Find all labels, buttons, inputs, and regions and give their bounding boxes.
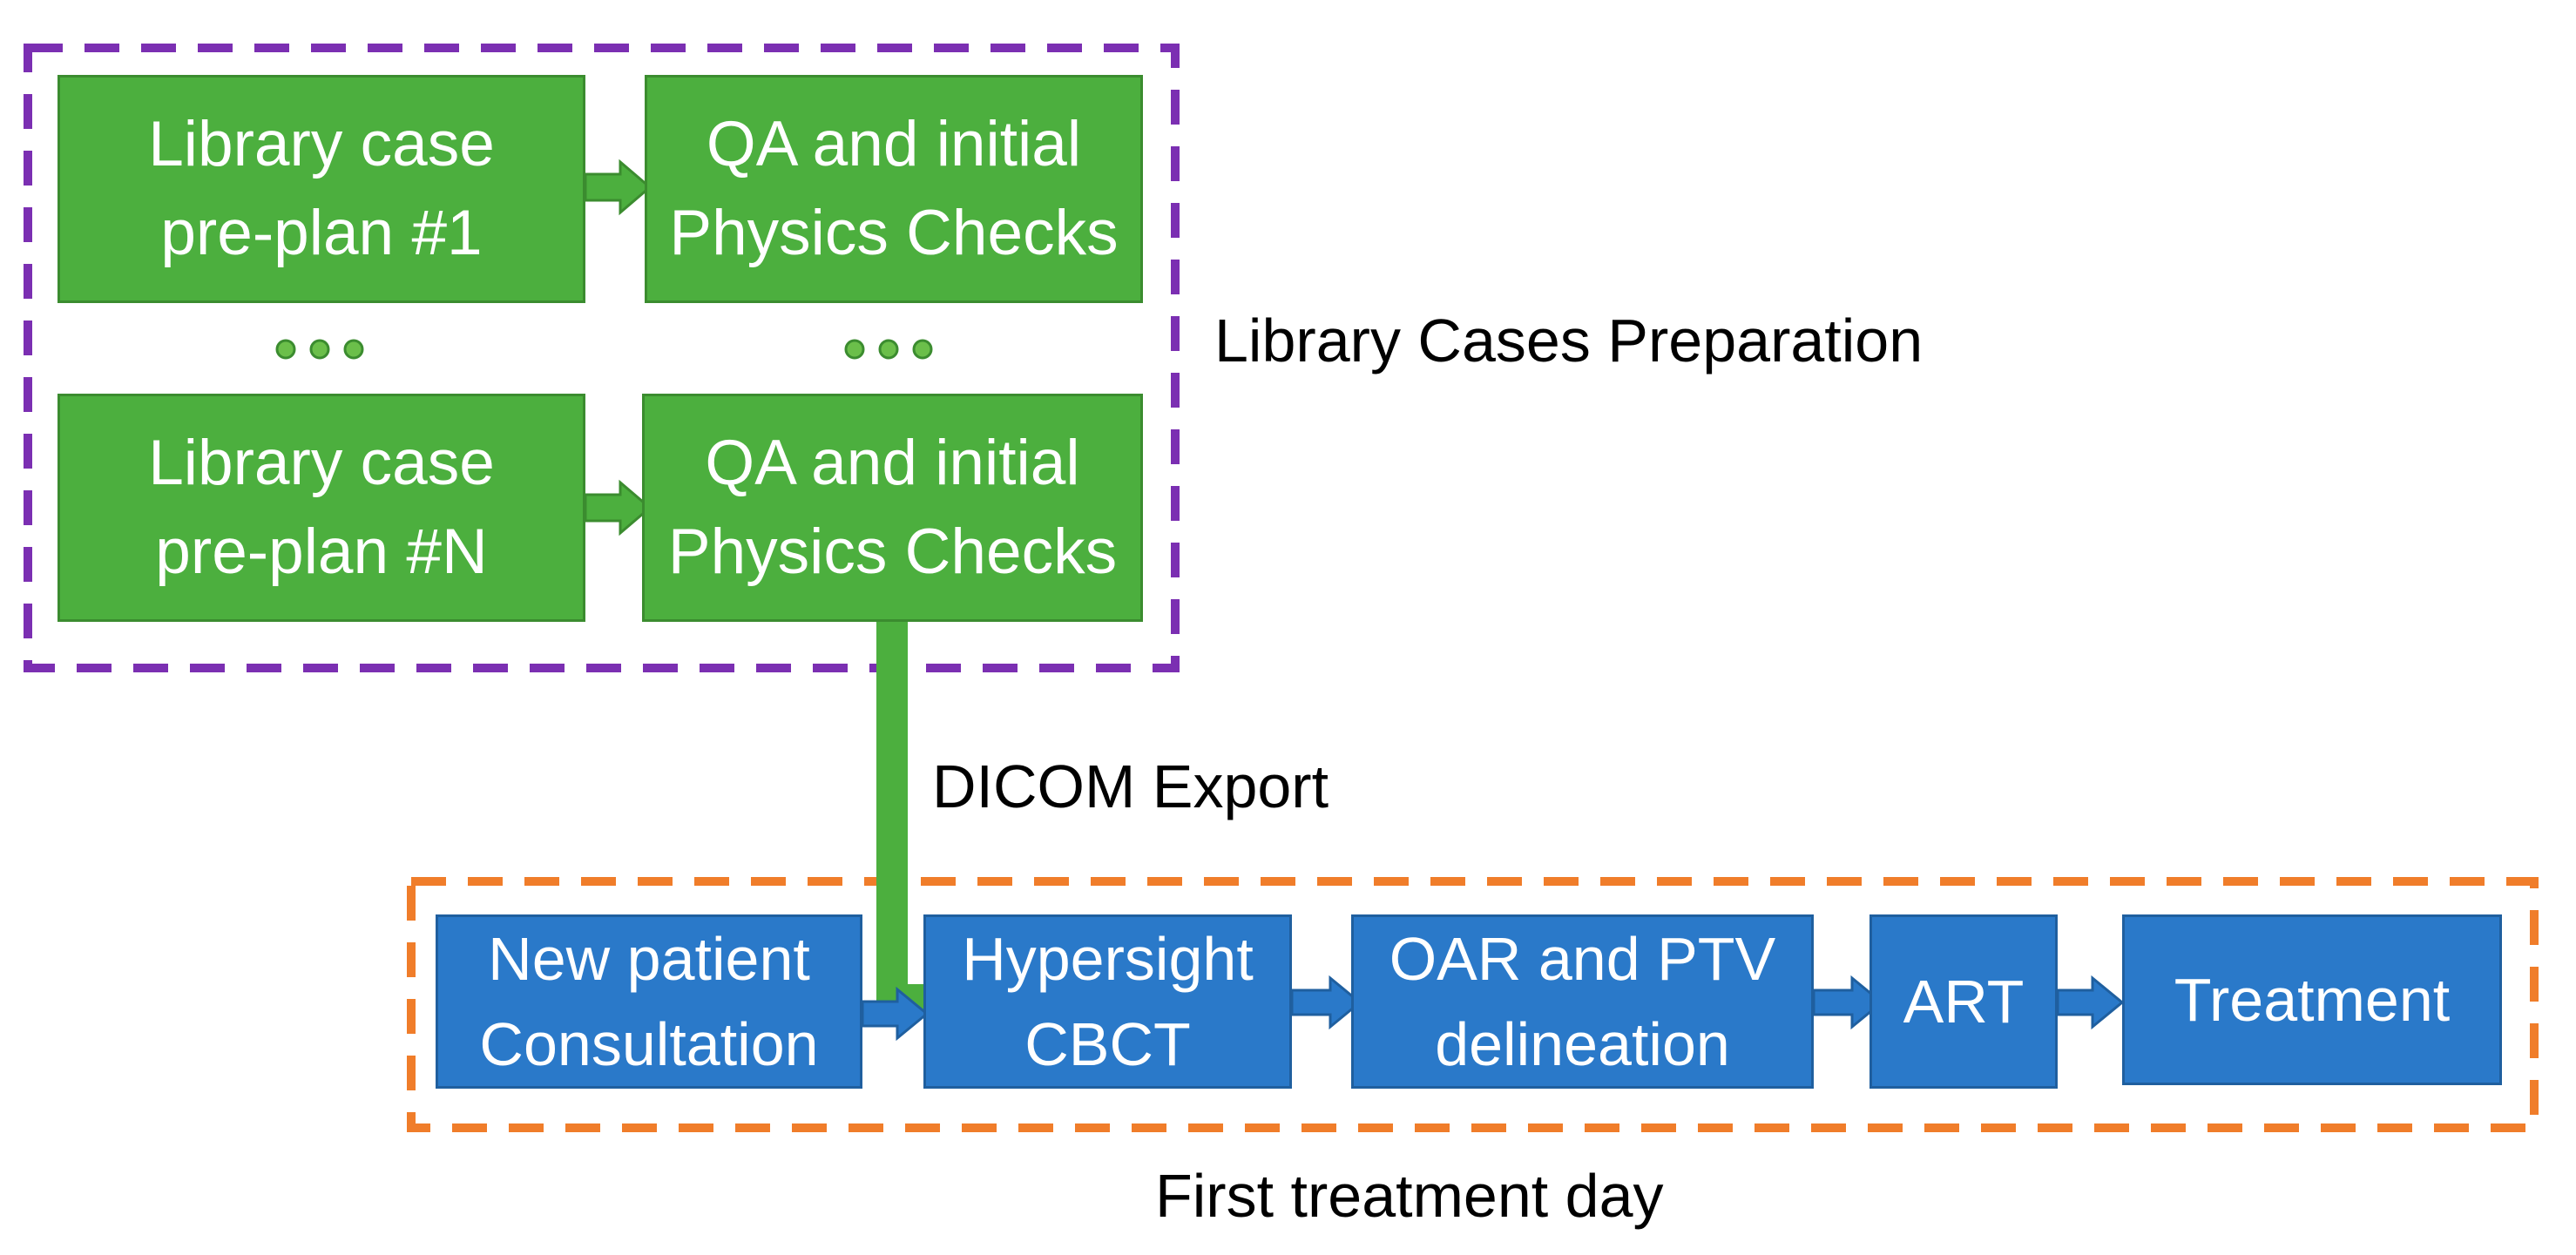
dicom-export-connector xyxy=(876,618,908,1002)
step-treatment-box: Treatment xyxy=(2122,914,2502,1085)
library-preplan-n-box: Library case pre-plan #N xyxy=(57,394,585,622)
arrow-step2 xyxy=(1290,975,1362,1030)
step-treatment-label: Treatment xyxy=(2174,966,2451,1034)
step-consultation-line1: New patient xyxy=(488,925,810,993)
treatment-group-label: First treatment day xyxy=(1155,1162,1664,1230)
arrow-rowN xyxy=(584,479,652,536)
step-delineation-box: OAR and PTV delineation xyxy=(1351,914,1814,1089)
qa-checks-1-box: QA and initial Physics Checks xyxy=(645,75,1143,303)
library-group-label: Library Cases Preparation xyxy=(1214,307,1924,374)
ellipsis-dots-right xyxy=(844,339,933,360)
step-delineation-line2: delineation xyxy=(1435,1010,1730,1078)
step-art-box: ART xyxy=(1869,914,2058,1089)
arrow-step3 xyxy=(1812,975,1884,1030)
library-preplan-1-line1: Library case xyxy=(148,109,495,179)
step-cbct-line1: Hypersight xyxy=(962,925,1254,993)
qa-checks-n-line2: Physics Checks xyxy=(667,516,1118,587)
dicom-export-label: DICOM Export xyxy=(932,752,1329,820)
library-preplan-n-line2: pre-plan #N xyxy=(155,516,488,587)
arrow-step1 xyxy=(861,986,930,1042)
library-group-border xyxy=(24,44,1180,672)
treatment-group-border xyxy=(407,877,2539,1132)
arrow-step4 xyxy=(2056,975,2125,1030)
qa-checks-n-box: QA and initial Physics Checks xyxy=(642,394,1143,622)
library-preplan-n-line1: Library case xyxy=(148,428,495,498)
ellipsis-dots-left xyxy=(275,339,364,360)
step-delineation-line1: OAR and PTV xyxy=(1389,925,1776,993)
arrow-row1 xyxy=(584,159,652,216)
step-art-label: ART xyxy=(1903,968,2025,1036)
step-cbct-box: Hypersight CBCT xyxy=(923,914,1292,1089)
library-preplan-1-line2: pre-plan #1 xyxy=(160,198,483,268)
step-consultation-line2: Consultation xyxy=(479,1010,819,1078)
qa-checks-n-line1: QA and initial xyxy=(705,428,1080,498)
qa-checks-1-line1: QA and initial xyxy=(706,109,1082,179)
step-cbct-line2: CBCT xyxy=(1024,1010,1191,1078)
library-preplan-1-box: Library case pre-plan #1 xyxy=(57,75,585,303)
step-consultation-box: New patient Consultation xyxy=(436,914,862,1089)
qa-checks-1-line2: Physics Checks xyxy=(669,198,1119,268)
